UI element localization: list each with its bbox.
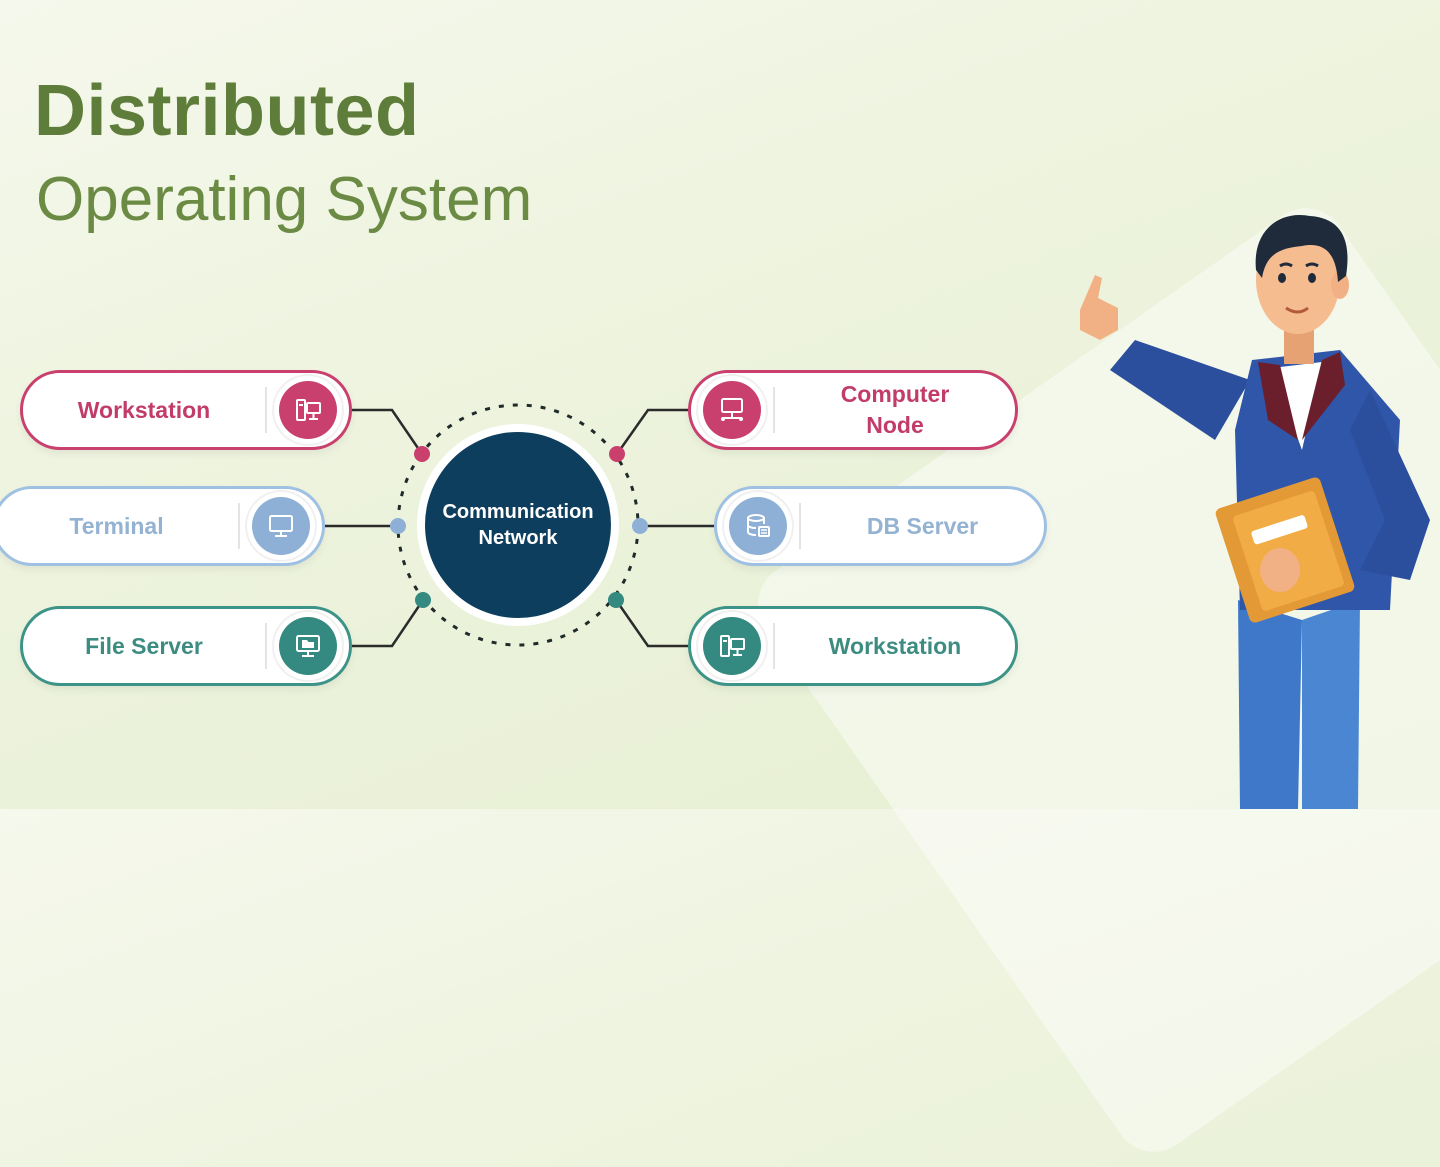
divider [238,503,240,549]
joint-dot-db-server [632,518,648,534]
divider [265,387,267,433]
joint-dot-terminal [390,518,406,534]
node-label: File Server [85,632,203,659]
node-label: Workstation [828,632,962,659]
presenter-illustration [1080,214,1430,809]
connector-computer-node [615,408,688,455]
node-file-server: File Server [20,606,352,686]
node-db-server: DB Server [714,486,1047,566]
joint-dot-workstation-right [608,592,624,608]
joint-dot-computer-node [609,446,625,462]
database-icon [729,497,787,555]
connector-file-server [352,599,425,648]
divider [773,623,775,669]
monitor-icon [252,497,310,555]
node-computer-node: Computer Node [688,370,1018,450]
node-label-line-2: Node [866,412,924,438]
node-label-two-line: Computer Node [775,379,1015,441]
workstation-icon [703,617,761,675]
node-terminal: Terminal [0,486,325,566]
file-server-icon [279,617,337,675]
node-label-line-1: Computer [840,381,950,407]
joint-dot-workstation-left [414,446,430,462]
node-workstation-left: Workstation [20,370,352,450]
title-line-2: Operating System [36,165,533,234]
title-line-1: Distributed [34,71,420,151]
network-computer-icon [703,381,761,439]
divider [799,503,801,549]
connector-workstation-right [614,599,688,648]
connector-workstation-left [352,408,424,455]
connector-lines [325,403,714,648]
divider [265,623,267,669]
hub-label-line-2: Network [478,527,558,549]
communication-network-hub: Communication Network [425,432,611,618]
divider [773,387,775,433]
hub-label-line-1: Communication [442,501,594,523]
joint-dot-file-server [415,592,431,608]
node-label: Workstation [77,396,211,423]
node-label: DB Server [866,512,979,539]
node-workstation-right: Workstation [688,606,1018,686]
workstation-icon [279,381,337,439]
node-label: Terminal [69,512,164,539]
